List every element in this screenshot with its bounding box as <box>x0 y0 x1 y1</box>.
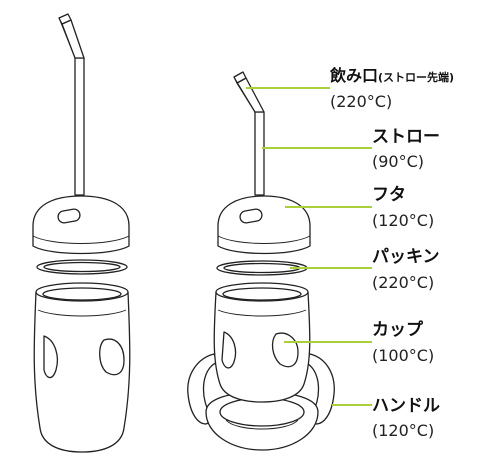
right-handle <box>187 353 335 451</box>
left-cup <box>33 282 131 453</box>
label-handle-name: ハンドル <box>372 396 440 416</box>
left-straw <box>58 13 85 196</box>
right-gasket <box>216 260 308 276</box>
label-straw-name: ストロー <box>372 127 440 147</box>
label-handle-temp: (120°C) <box>372 421 434 440</box>
left-assembly <box>32 13 131 453</box>
left-gasket <box>36 259 128 275</box>
right-lid <box>217 195 311 255</box>
label-mouthpiece-note: (ストロー先端) <box>378 70 454 84</box>
label-mouthpiece-name: 飲み口(ストロー先端) <box>329 66 454 85</box>
label-straw-temp: (90°C) <box>372 152 424 171</box>
label-cup-name: カップ <box>372 319 424 340</box>
label-gasket-temp: (220°C) <box>372 273 434 292</box>
right-cup <box>213 282 311 403</box>
label-lid-name: フタ <box>372 185 406 205</box>
right-straw <box>233 71 265 196</box>
label-mouthpiece-temp: (220°C) <box>330 92 392 111</box>
leader-lines <box>246 87 372 406</box>
right-assembly <box>187 71 335 451</box>
label-gasket-name: パッキン <box>372 247 440 267</box>
labels: 飲み口(ストロー先端) (220°C) ストロー (90°C) フタ (120°… <box>329 66 454 440</box>
left-lid <box>32 195 130 255</box>
label-cup-temp: (100°C) <box>372 346 434 365</box>
label-lid-temp: (120°C) <box>372 211 434 230</box>
